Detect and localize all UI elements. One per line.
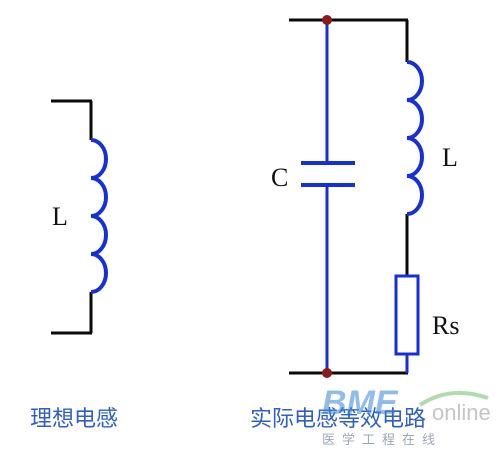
real-inductor-circuit: C L Rs 实际电感等效电路 — [250, 15, 459, 432]
capacitor — [301, 161, 355, 187]
ideal-inductor-label: L — [52, 202, 68, 231]
resistor — [394, 274, 420, 356]
ideal-inductor: L 理想电感 — [30, 99, 118, 432]
resistor-label: Rs — [432, 311, 459, 340]
real-inductor-label: L — [442, 143, 458, 172]
watermark-brand: BME — [322, 384, 399, 422]
real-inductor-coil — [406, 60, 424, 216]
watermark-online: online — [432, 400, 491, 425]
real-inductor-caption: 实际电感等效电路 — [250, 407, 426, 432]
capacitor-label: C — [271, 163, 288, 192]
ideal-inductor-caption: 理想电感 — [30, 407, 118, 432]
ideal-inductor-coil — [90, 138, 108, 294]
watermark-swoosh — [418, 390, 489, 407]
watermark-subtitle: 医学工程在线 — [322, 432, 442, 447]
top-node-dot — [322, 15, 332, 25]
ideal-inductor-wires — [51, 99, 93, 335]
watermark: BME online 医学工程在线 — [322, 384, 491, 447]
circuit-wires — [289, 18, 409, 375]
bottom-node-dot — [322, 368, 332, 378]
